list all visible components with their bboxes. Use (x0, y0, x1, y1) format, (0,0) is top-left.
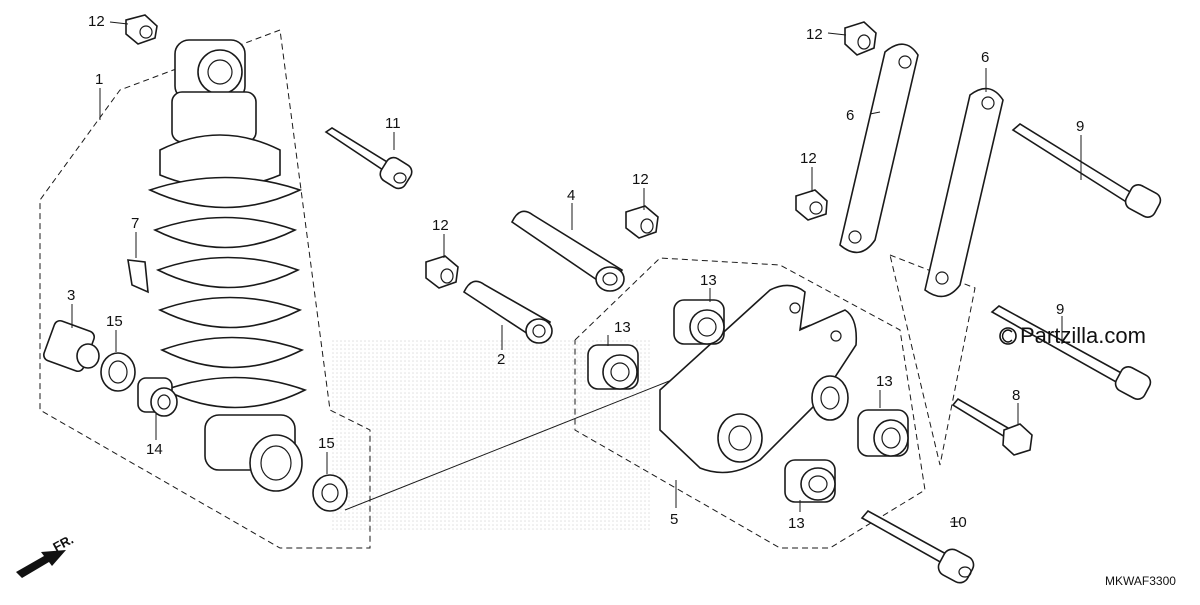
callout-7: 7 (131, 215, 139, 232)
shock-absorber-part[interactable] (147, 39, 308, 492)
bolt-9-a[interactable] (1011, 123, 1163, 220)
callout-15: 15 (106, 313, 123, 330)
callout-13: 13 (614, 319, 631, 336)
diagram-code: MKWAF3300 (1105, 574, 1176, 588)
copyright-icon (999, 327, 1017, 345)
callout-13: 13 (788, 515, 805, 532)
callouts: 12 1 12 6 6 9 12 12 4 12 11 7 3 15 2 14 … (67, 13, 1084, 532)
bolt-11[interactable] (324, 127, 415, 191)
callout-12: 12 (88, 13, 105, 30)
callout-11: 11 (385, 115, 401, 132)
needle-bearing-13-b[interactable] (587, 344, 639, 390)
callout-15: 15 (318, 435, 335, 452)
callout-6: 6 (846, 107, 854, 124)
label-7-part[interactable] (127, 259, 149, 294)
callout-9: 9 (1056, 301, 1064, 318)
callout-12: 12 (806, 26, 823, 43)
needle-bearing-13-a[interactable] (673, 299, 725, 345)
callout-13: 13 (876, 373, 893, 390)
callout-5: 5 (670, 511, 678, 528)
callout-10: 10 (950, 514, 967, 531)
watermark-text: Partzilla.com (1020, 323, 1146, 348)
callout-12: 12 (632, 171, 649, 188)
callout-6: 6 (981, 49, 989, 66)
bearing-15-right[interactable] (312, 474, 348, 512)
callout-14: 14 (146, 441, 163, 458)
callout-3: 3 (67, 287, 75, 304)
callout-4: 4 (567, 187, 575, 204)
watermark: Partzilla.com (999, 323, 1146, 348)
cushion-rod-6-b[interactable] (924, 87, 1004, 298)
bolt-9-b[interactable] (990, 305, 1153, 402)
bolt-10[interactable] (860, 509, 977, 586)
nut-12-c[interactable] (795, 189, 828, 221)
callout-12: 12 (432, 217, 449, 234)
collar-4[interactable] (510, 210, 625, 292)
collar-2[interactable] (462, 280, 553, 344)
bushing-14[interactable] (137, 377, 178, 417)
callout-1: 1 (95, 71, 103, 88)
bearing-15-left[interactable] (100, 352, 136, 392)
needle-bearing-13-d[interactable] (784, 459, 836, 503)
front-arrow-icon: FR. (16, 532, 76, 578)
callout-9: 9 (1076, 118, 1084, 135)
cushion-arm-5[interactable] (659, 284, 858, 474)
needle-bearing-13-c[interactable] (857, 409, 909, 457)
nut-12-e[interactable] (425, 255, 459, 289)
callout-13: 13 (700, 272, 717, 289)
callout-8: 8 (1012, 387, 1020, 404)
nut-12-d[interactable] (625, 205, 659, 239)
nut-12-a[interactable] (125, 14, 158, 45)
leader-lines (71, 21, 1082, 523)
cushion-rod-6-a[interactable] (839, 43, 919, 254)
nut-12-b[interactable] (844, 21, 877, 56)
collar-part[interactable] (42, 319, 100, 373)
callout-12: 12 (800, 150, 817, 167)
bolt-8[interactable] (951, 397, 1033, 456)
callout-2: 2 (497, 351, 505, 368)
